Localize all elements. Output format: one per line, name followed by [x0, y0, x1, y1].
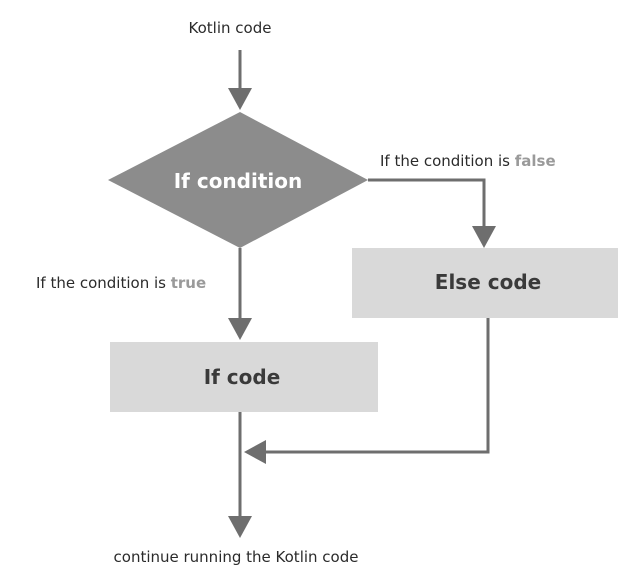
- arrowhead-start-to-decision: [228, 88, 252, 110]
- else-code-label: Else code: [435, 270, 541, 294]
- arrowhead-else-merge: [244, 440, 266, 464]
- arrowhead-to-end: [228, 516, 252, 538]
- start-label: Kotlin code: [189, 19, 272, 37]
- false-keyword: false: [515, 152, 556, 170]
- if-code-label: If code: [204, 365, 281, 389]
- if-code-box: [110, 342, 378, 412]
- decision-label: If condition: [174, 169, 303, 193]
- end-label: continue running the Kotlin code: [114, 548, 359, 566]
- false-branch-label: If the condition is false: [380, 152, 556, 170]
- true-branch-label: If the condition is true: [36, 274, 206, 292]
- arrowhead-false-branch: [472, 226, 496, 248]
- decision-diamond: [108, 112, 368, 248]
- arrow-else-merge: [262, 318, 490, 454]
- false-branch-prefix: If the condition is: [380, 152, 515, 170]
- arrowhead-true-branch: [228, 318, 252, 340]
- true-keyword: true: [171, 274, 206, 292]
- arrow-false-branch: [368, 178, 486, 230]
- true-branch-prefix: If the condition is: [36, 274, 171, 292]
- else-code-box: [352, 248, 618, 318]
